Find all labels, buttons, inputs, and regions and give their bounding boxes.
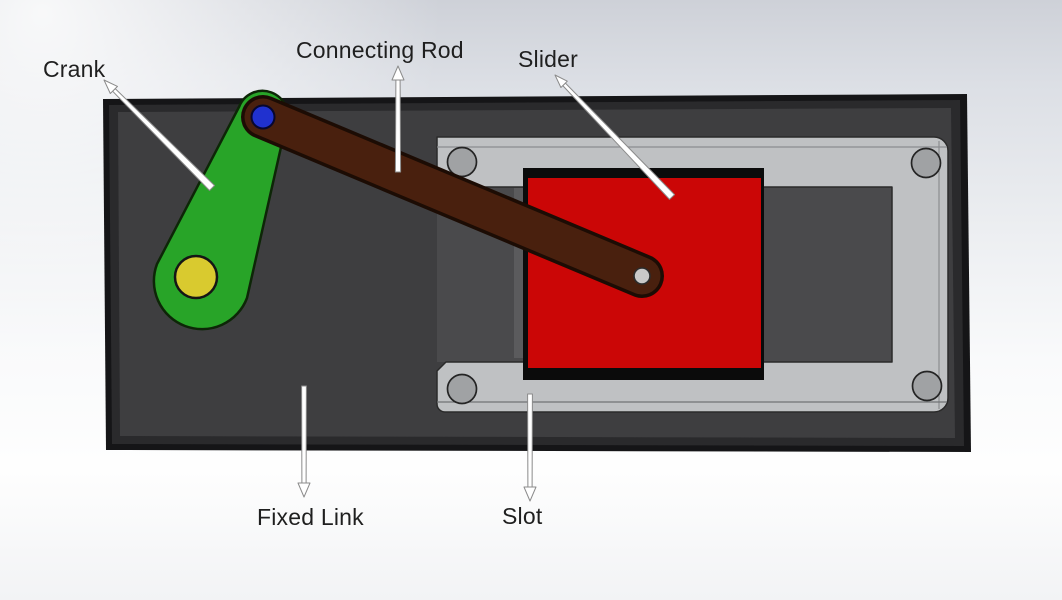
slot-label: Slot	[502, 503, 543, 529]
fixed-link-arrow-head	[297, 482, 311, 498]
bolt-icon-top-right	[910, 147, 942, 179]
connecting-rod-arrow	[391, 65, 405, 173]
crank-link	[152, 89, 289, 331]
bolt-icon-top-left	[446, 146, 478, 178]
slot-arrow	[523, 393, 537, 502]
connecting-rod-arrow-head	[391, 65, 405, 81]
slot-arrow-head	[523, 486, 537, 502]
fixed-link-arrow-shaft	[301, 385, 307, 484]
crank-label: Crank	[43, 56, 106, 82]
connecting-rod-body	[244, 98, 661, 295]
bolt-icon-bottom-right	[911, 370, 943, 402]
connecting-rod-label: Connecting Rod	[296, 37, 464, 63]
slot-frame	[436, 136, 949, 413]
crank-hole	[173, 254, 219, 300]
slider-arrow	[554, 74, 675, 200]
connecting-rod-arrow-shaft	[394, 79, 402, 173]
crank-pin	[250, 104, 276, 130]
slider-arrow-head	[554, 74, 568, 88]
slider-label: Slider	[518, 46, 579, 72]
bolt-icon-bottom-left	[446, 373, 478, 405]
slider-pin	[633, 267, 651, 285]
slot-arrow-shaft	[527, 393, 533, 488]
slider-side-face	[514, 188, 523, 358]
fixed-link-label: Fixed Link	[257, 504, 364, 530]
crank-arrow-head	[103, 79, 118, 94]
crank-arrow	[103, 79, 215, 191]
annotation-arrows	[103, 65, 675, 502]
connecting-rod	[241, 95, 664, 298]
fixed-link-arrow	[297, 385, 311, 498]
